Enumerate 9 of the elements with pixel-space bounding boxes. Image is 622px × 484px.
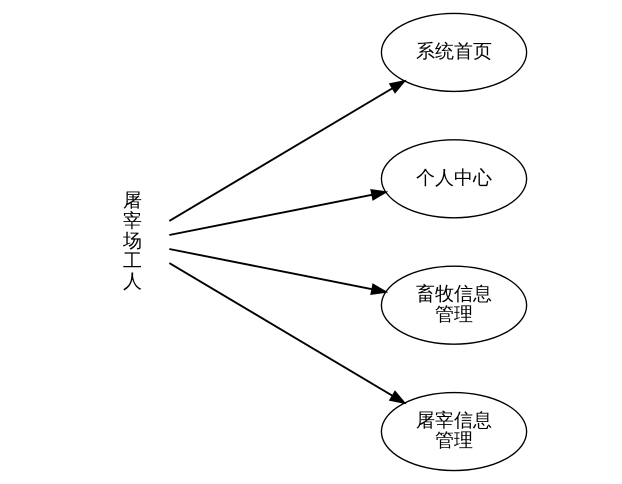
node-ellipse: 个人中心 xyxy=(380,139,527,218)
arrow xyxy=(168,189,388,236)
arrow xyxy=(168,80,406,222)
arrow xyxy=(168,248,388,295)
node-ellipse: 屠宰信息管理 xyxy=(380,392,527,472)
node-ellipse: 畜牧信息管理 xyxy=(380,266,527,345)
arrow xyxy=(168,262,406,404)
node-text: 屠宰场工人 xyxy=(122,190,142,292)
node-ellipse: 系统首页 xyxy=(380,12,527,92)
